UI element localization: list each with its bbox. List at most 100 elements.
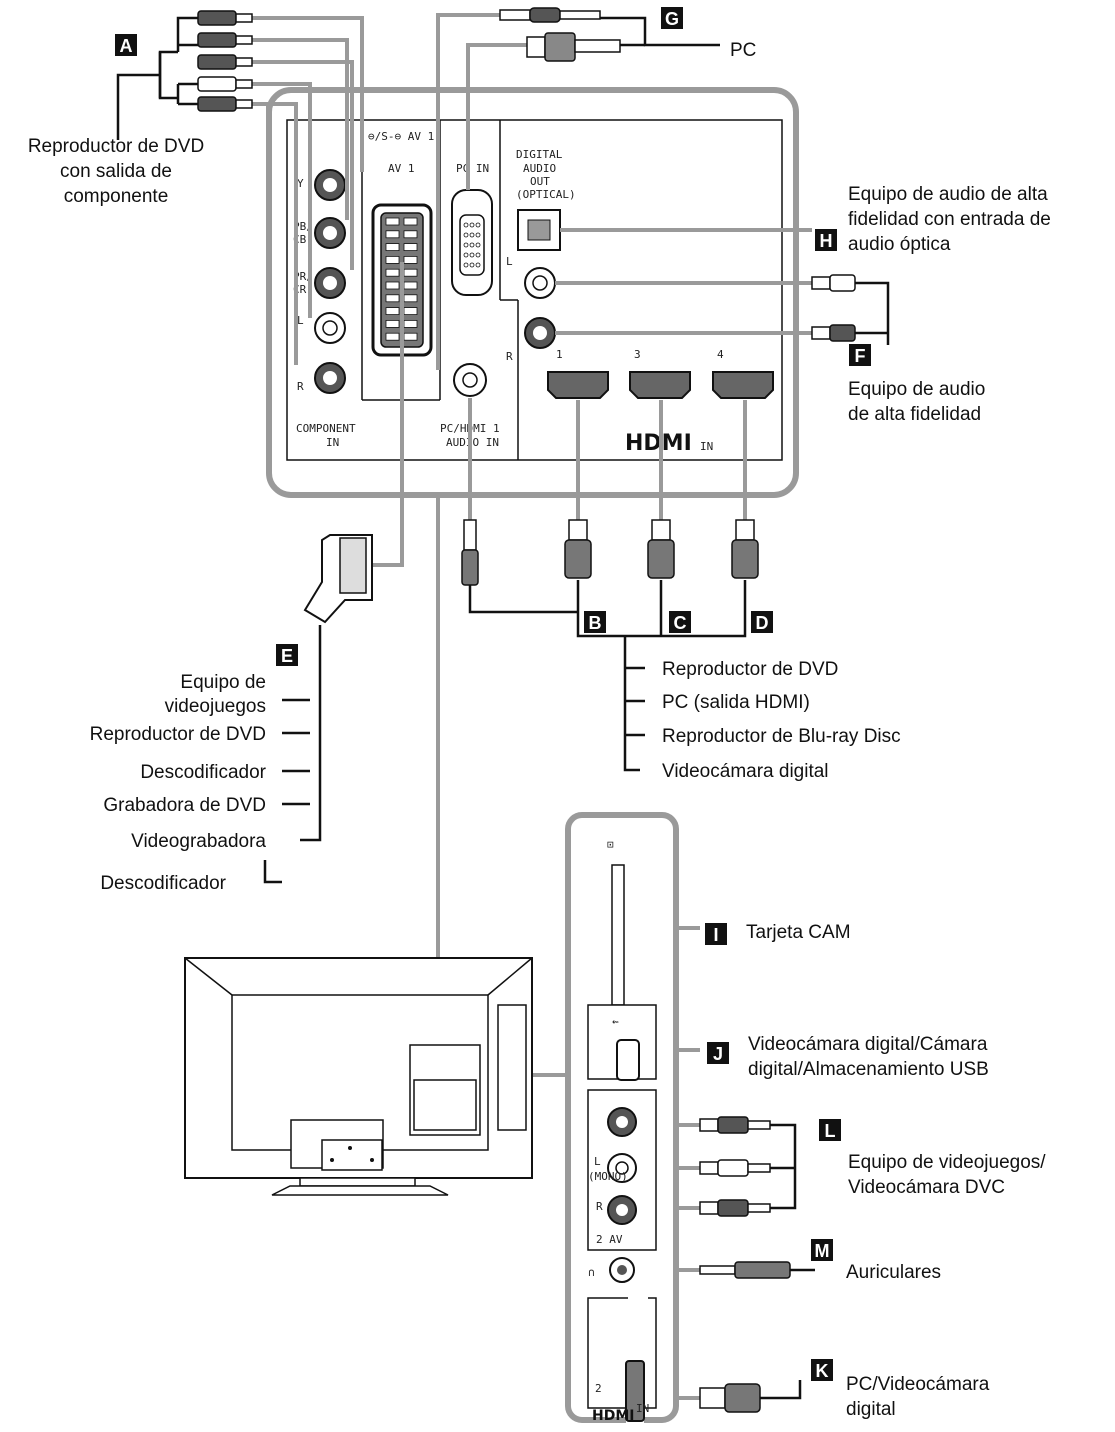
label-scart-5: Videograbadora <box>131 831 266 852</box>
badge-h: H <box>815 229 837 251</box>
label-hifi-optical-2: fidelidad con entrada de <box>848 209 1051 230</box>
label-cam: Tarjeta CAM <box>746 922 851 943</box>
comp-r-label: R <box>297 380 304 393</box>
optical-label: (OPTICAL) <box>516 188 576 201</box>
label-game-dvc-2: Videocámara DVC <box>848 1177 1005 1198</box>
av1-header-label: ⊖/S-⊖ AV 1 <box>368 130 434 143</box>
black-wires <box>116 16 890 1400</box>
badge-letter-i: I <box>713 925 718 945</box>
badge-letter-b: B <box>589 613 602 633</box>
badge-k: K <box>811 1359 833 1381</box>
badge-letter-k: K <box>816 1361 829 1381</box>
label-hdmi-device-3: Videocámara digital <box>662 761 829 782</box>
badge-m: M <box>811 1239 833 1261</box>
label-usb-1: Videocámara digital/Cámara <box>748 1034 988 1055</box>
label-scart-2: Reproductor de DVD <box>90 724 266 745</box>
label-pc: PC <box>730 40 756 61</box>
label-usb-2: digital/Almacenamiento USB <box>748 1059 989 1080</box>
badge-letter-c: C <box>674 613 687 633</box>
label-hdmi-device-2: Reproductor de Blu-ray Disc <box>662 726 901 747</box>
out-label: OUT <box>530 175 550 188</box>
comp-l-label: L <box>297 314 304 327</box>
usb-port[interactable] <box>616 1039 640 1081</box>
side-r-label: R <box>596 1200 603 1213</box>
hdmi-port-3-label: 3 <box>634 348 641 361</box>
side-hdmi-port[interactable] <box>625 1360 645 1422</box>
av1-label: AV 1 <box>388 162 415 175</box>
headphones-icon: ∩ <box>588 1266 595 1279</box>
hdmi-plug <box>647 519 675 579</box>
rca-plug <box>197 96 253 112</box>
label-hdmi-device-0: Reproductor de DVD <box>662 659 838 680</box>
comp-y-label: Y <box>297 177 304 190</box>
audio-l-label: L <box>506 255 513 268</box>
badge-a: A <box>115 34 137 56</box>
hdmi-port-4[interactable] <box>712 371 774 399</box>
label-hifi-1: Equipo de audio <box>848 379 985 400</box>
rca-plug <box>197 10 253 26</box>
audio-r-label: R <box>506 350 513 363</box>
hdmi-logo: HDMI <box>625 431 692 456</box>
tv-rear <box>184 957 533 1196</box>
badge-d: D <box>751 611 773 633</box>
label-game-dvc-1: Equipo de videojuegos/ <box>848 1152 1046 1173</box>
tv-side-slot <box>497 1004 527 1131</box>
badge-letter-m: M <box>815 1241 830 1261</box>
label-dvd-component-1: Reproductor de DVD <box>28 136 204 157</box>
label-hifi-optical-1: Equipo de audio de alta <box>848 184 1048 205</box>
component-label: COMPONENT <box>296 422 356 435</box>
badge-letter-d: D <box>756 613 769 633</box>
side-hdmi-in-label: IN <box>636 1402 649 1415</box>
badge-f: F <box>849 344 871 366</box>
pc-in-label: PC IN <box>456 162 489 175</box>
component-jacks <box>314 169 346 394</box>
hdmi-port-4-label: 4 <box>717 348 724 361</box>
label-hdmi-device-1: PC (salida HDMI) <box>662 692 810 713</box>
g-plugs <box>499 7 621 62</box>
badge-l: L <box>819 1119 841 1141</box>
rca-plug <box>197 32 253 48</box>
cam-slot[interactable] <box>611 864 625 1006</box>
badge-letter-a: A <box>120 36 133 56</box>
label-pc-dvc-1: PC/Videocámara <box>846 1374 990 1395</box>
label-scart-6: Descodificador <box>100 873 226 894</box>
label-headphones: Auriculares <box>846 1262 941 1283</box>
hdmi-plug <box>731 519 759 579</box>
hdmi-plugs <box>564 519 759 579</box>
f-plugs <box>811 274 856 342</box>
digital-label: DIGITAL <box>516 148 563 161</box>
badge-c: C <box>669 611 691 633</box>
scart-connector[interactable] <box>371 203 433 357</box>
label-scart-0: Equipo de <box>180 672 266 693</box>
scart-plug <box>303 534 373 624</box>
badge-letter-h: H <box>820 231 833 251</box>
mini-jack-plug <box>461 519 479 586</box>
side-av2-label: 2 AV <box>596 1233 623 1246</box>
audio-label: AUDIO <box>523 162 556 175</box>
cam-slot-icon: ⊡ <box>607 838 614 851</box>
device-labels: PC Reproductor de DVD con salida de comp… <box>28 40 1051 1420</box>
side-plugs <box>699 1116 791 1413</box>
rca-plug <box>197 76 253 92</box>
side-l-label: L <box>594 1155 601 1168</box>
badge-j: J <box>707 1042 729 1064</box>
label-scart-3: Descodificador <box>140 762 266 783</box>
vga-connector[interactable] <box>451 189 493 296</box>
badge-i: I <box>705 923 727 945</box>
side-hdmi2-label: 2 <box>595 1382 602 1395</box>
hdmi-port-3[interactable] <box>629 371 691 399</box>
hdmi-port-1-label: 1 <box>556 348 563 361</box>
hdmi-ports <box>547 371 774 399</box>
hdmi-port-1[interactable] <box>547 371 609 399</box>
usb-icon: ⇜ <box>612 1015 619 1028</box>
panel-labels: ⊖/S-⊖ AV 1 AV 1 PC IN DIGITAL AUDIO OUT … <box>293 130 724 456</box>
component-in-label: IN <box>326 436 339 449</box>
hdmi-plug <box>564 519 592 579</box>
label-dvd-component-3: componente <box>64 186 169 207</box>
badge-letter-j: J <box>713 1044 723 1064</box>
badge-g: G <box>661 7 683 29</box>
badge-letter-g: G <box>665 9 679 29</box>
badge-letter-e: E <box>281 646 293 666</box>
badge-letter-f: F <box>855 346 866 366</box>
